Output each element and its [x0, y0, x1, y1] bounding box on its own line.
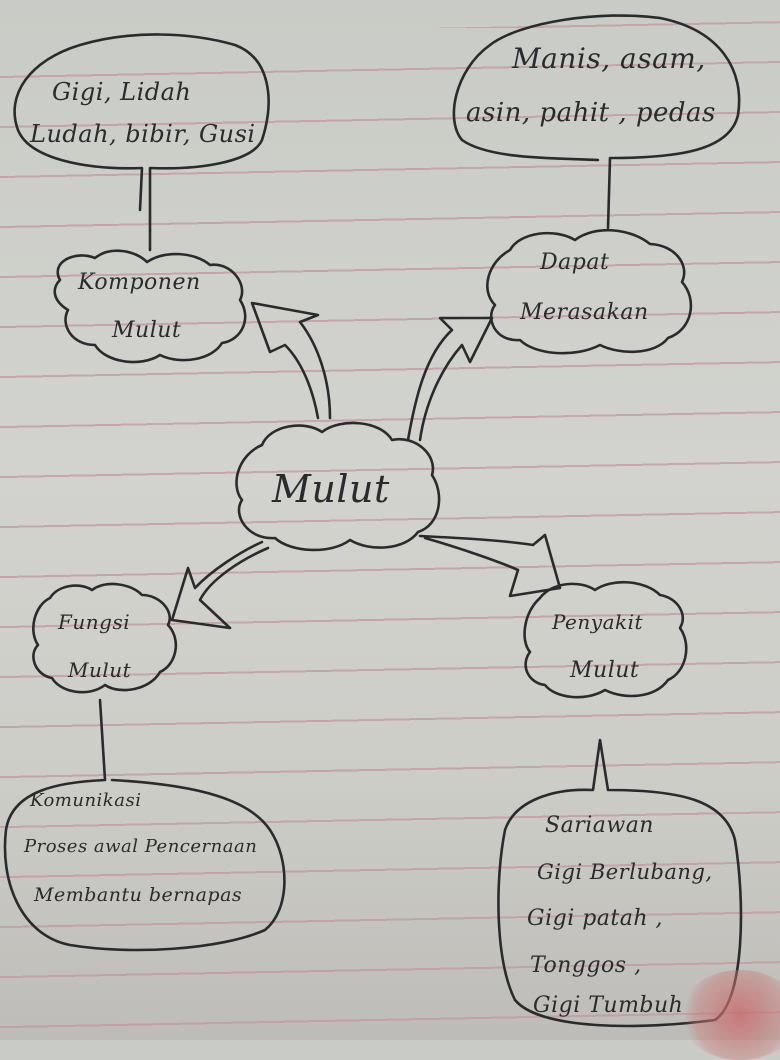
- cloud-penyakit: [523, 580, 688, 699]
- komponen-label-line-1: Komponen: [78, 270, 201, 295]
- penyakit-detail-line-1: Sariawan: [545, 813, 654, 838]
- fungsi-label-line-2: Mulut: [68, 658, 132, 682]
- red-ink-stain: [680, 970, 780, 1060]
- komponen-label-line-2: Mulut: [112, 318, 182, 343]
- komponen-detail-line-2: Ludah, bibir, Gusi: [30, 120, 256, 148]
- penyakit-detail-line-2: Gigi Berlubang,: [537, 860, 713, 884]
- cloud-fungsi: [32, 582, 178, 694]
- komponen-detail-line-1: Gigi, Lidah: [52, 78, 192, 106]
- penyakit-label-line-1: Penyakit: [552, 610, 644, 634]
- arrow-to-komponen: [250, 301, 332, 420]
- rasa-detail-line-2: asin, pahit , pedas: [466, 98, 716, 128]
- fungsi-detail-line-2: Proses awal Pencernaan: [24, 836, 258, 857]
- penyakit-label-line-2: Mulut: [570, 658, 640, 683]
- cloud-dapat-merasakan: [486, 229, 693, 355]
- penyakit-detail-line-5: Gigi Tumbuh: [533, 993, 684, 1018]
- center-label: Mulut: [272, 467, 390, 511]
- bubble-komponen-details: [13, 33, 270, 252]
- penyakit-detail-line-4: Tonggos ,: [530, 953, 642, 978]
- dapat-label-line-1: Dapat: [540, 250, 610, 275]
- fungsi-label-line-1: Fungsi: [58, 610, 131, 634]
- dapat-label-line-2: Merasakan: [520, 300, 649, 325]
- arrow-to-fungsi: [170, 540, 270, 630]
- penyakit-detail-line-3: Gigi patah ,: [527, 906, 664, 931]
- cloud-komponen: [53, 249, 247, 364]
- arrow-to-penyakit: [418, 533, 562, 598]
- fungsi-detail-line-1: Komunikasi: [30, 790, 142, 811]
- bubble-penyakit-details: [497, 738, 743, 1028]
- rasa-detail-line-1: Manis, asam,: [512, 42, 706, 75]
- arrow-to-dapat-merasakan: [406, 316, 494, 442]
- bubble-fungsi-details: [3, 698, 286, 952]
- fungsi-detail-line-3: Membantu bernapas: [34, 884, 243, 906]
- bubble-rasa-details: [452, 14, 741, 230]
- cloud-mulut: [235, 421, 441, 552]
